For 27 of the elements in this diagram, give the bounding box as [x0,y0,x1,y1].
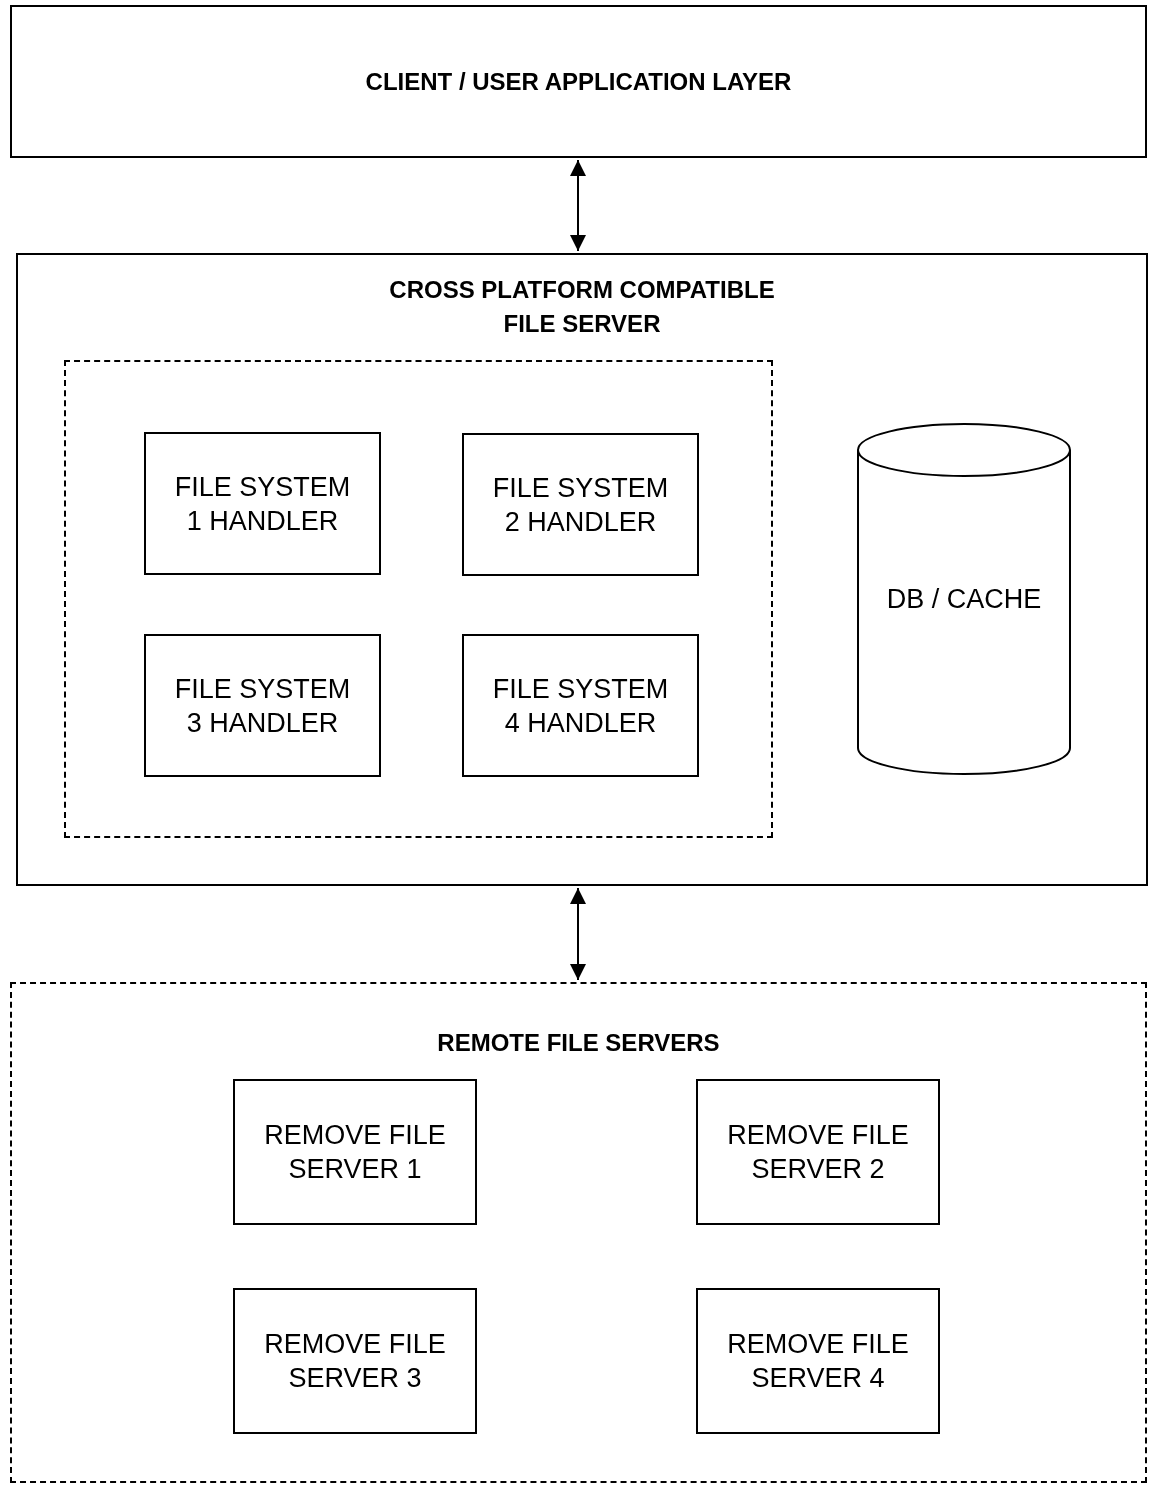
double-arrow [570,887,586,981]
heading: REMOTE FILE SERVERS [436,1028,721,1058]
heading: CLIENT / USER APPLICATION LAYER [364,66,793,97]
heading: CROSS PLATFORM COMPATIBLE FILE SERVER [388,275,776,339]
process-box [144,634,381,777]
box-label: REMOVE FILE SERVER 3 [263,1328,447,1395]
process-box [144,432,381,575]
process-box [16,253,1148,886]
box-label: FILE SYSTEM 3 HANDLER [173,672,352,740]
box-label: FILE SYSTEM 4 HANDLER [491,672,670,740]
box-label: REMOVE FILE SERVER 2 [726,1119,910,1186]
process-box [10,5,1147,158]
process-box [696,1288,940,1434]
box-label: REMOVE FILE SERVER 4 [726,1328,910,1395]
double-arrow [570,159,586,252]
process-box [233,1288,477,1434]
database-cylinder [856,422,1072,776]
box-label: FILE SYSTEM 1 HANDLER [173,470,352,538]
process-box [462,433,699,576]
process-box [462,634,699,777]
box-label: FILE SYSTEM 2 HANDLER [491,471,670,539]
box-label: REMOVE FILE SERVER 1 [263,1119,447,1186]
group-box [10,982,1147,1483]
process-box [233,1079,477,1225]
process-box [696,1079,940,1225]
box-label: DB / CACHE [885,583,1043,616]
group-box [64,360,773,838]
